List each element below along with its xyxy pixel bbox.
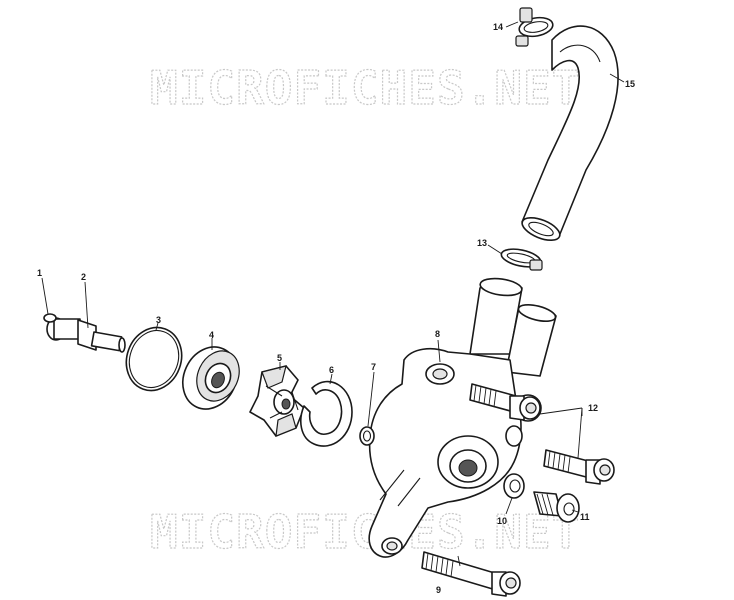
cover-bolt-upper xyxy=(469,383,542,422)
callout-3: 3 xyxy=(156,315,161,325)
small-washer xyxy=(359,426,375,446)
watermark-bottom: MICROFICHES.NET xyxy=(150,505,580,559)
callout-5: 5 xyxy=(277,353,282,363)
callout-7: 7 xyxy=(371,362,376,372)
callout-8: 8 xyxy=(435,329,440,339)
callout-6: 6 xyxy=(329,365,334,375)
hose-clamp-lower xyxy=(500,248,543,271)
callout-10: 10 xyxy=(497,516,507,526)
callout-13: 13 xyxy=(477,238,487,248)
shaft-end xyxy=(43,313,81,341)
impeller xyxy=(249,365,305,437)
coolant-hose xyxy=(521,25,619,242)
o-ring xyxy=(125,326,183,392)
callout-12: 12 xyxy=(588,403,598,413)
callout-15: 15 xyxy=(625,79,635,89)
callout-4: 4 xyxy=(209,330,214,340)
hose-clamp-top xyxy=(515,7,554,47)
callout-11: 11 xyxy=(580,512,590,522)
drain-plug xyxy=(533,491,580,523)
callout-9: 9 xyxy=(436,585,441,595)
callout-labels: 1 2 3 4 5 6 7 8 9 10 11 12 13 14 15 xyxy=(37,22,635,595)
cover-bolt-lower xyxy=(543,449,615,485)
circlip xyxy=(300,380,353,447)
callout-14: 14 xyxy=(493,22,503,32)
callout-2: 2 xyxy=(81,272,86,282)
bearing-seal xyxy=(182,346,240,410)
watermark-top: MICROFICHES.NET xyxy=(150,61,580,115)
pump-shaft xyxy=(77,319,126,353)
callout-1: 1 xyxy=(37,268,42,278)
drain-washer xyxy=(503,473,525,499)
leader-lines xyxy=(41,21,625,567)
long-bolt xyxy=(421,551,521,597)
